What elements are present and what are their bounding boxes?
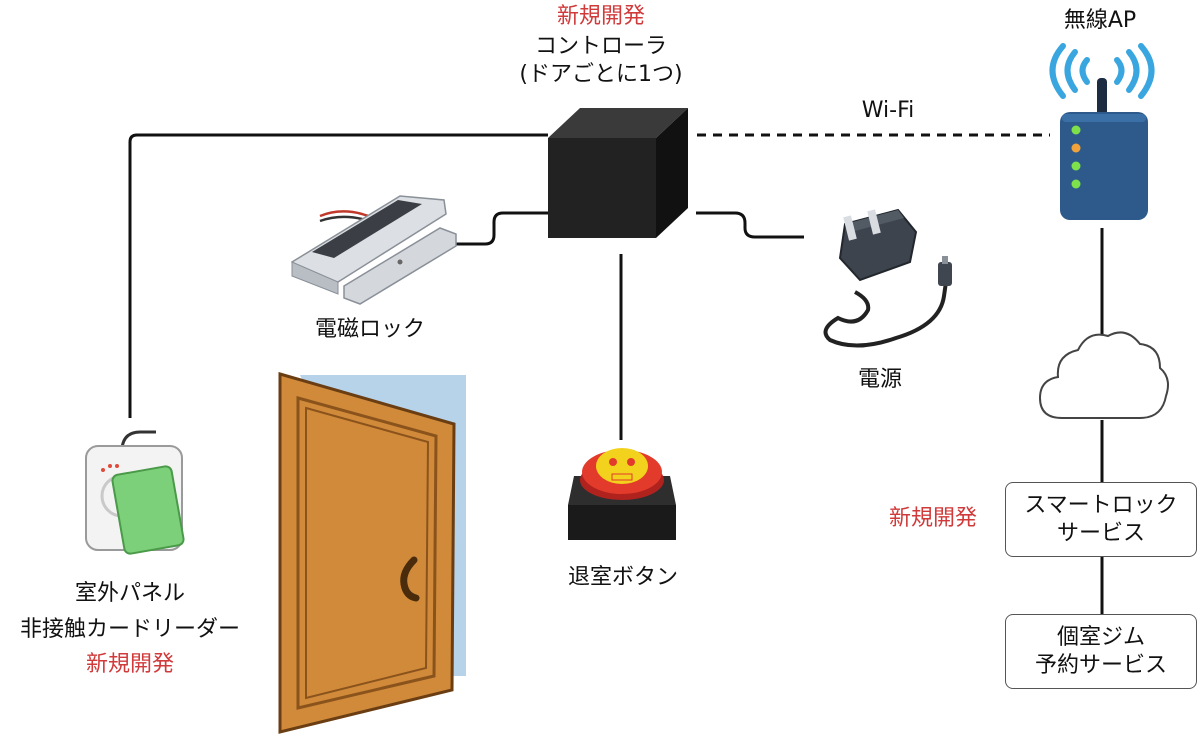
outdoor-panel-label: 室外パネル bbox=[74, 581, 185, 606]
connection-lines bbox=[128, 133, 1104, 614]
card-reader-icon bbox=[85, 430, 185, 555]
reservation-service-box: 個室ジム 予約サービス bbox=[1005, 614, 1197, 689]
power-supply-label: 電源 bbox=[857, 367, 902, 392]
wireless-router-icon bbox=[1060, 78, 1148, 220]
power-adapter-icon bbox=[823, 208, 952, 348]
card-reader-label: 非接触カードリーダー bbox=[19, 617, 240, 642]
wifi-label: Wi-Fi bbox=[861, 98, 915, 123]
exit-button-icon bbox=[568, 448, 676, 540]
line-panel-to-controller bbox=[128, 133, 548, 418]
controller-label: コントローラ bbox=[534, 34, 667, 59]
line-lock-to-controller bbox=[456, 211, 548, 246]
controller-new-dev-tag: 新規開発 bbox=[556, 4, 645, 29]
controller-box-icon bbox=[548, 108, 688, 238]
magnetic-lock-icon bbox=[291, 195, 457, 305]
line-controller-to-power bbox=[696, 211, 804, 239]
smart-lock-service-box: スマートロック サービス bbox=[1005, 482, 1197, 557]
cloud-icon bbox=[1038, 331, 1169, 419]
smart-lock-new-dev-tag: 新規開発 bbox=[888, 506, 977, 531]
smart-lock-service-line1: スマートロック bbox=[1024, 492, 1178, 518]
magnetic-lock-label: 電磁ロック bbox=[314, 317, 425, 342]
door-icon bbox=[278, 372, 466, 734]
exit-button-label: 退室ボタン bbox=[567, 565, 678, 590]
smart-lock-service-line2: サービス bbox=[1056, 520, 1145, 546]
wifi-waves-icon bbox=[1049, 43, 1155, 99]
controller-note: (ドアごとに1つ) bbox=[519, 62, 683, 87]
wireless-ap-label: 無線AP bbox=[1063, 8, 1137, 33]
reservation-service-line2: 予約サービス bbox=[1034, 652, 1167, 678]
reservation-service-line1: 個室ジム bbox=[1056, 624, 1145, 650]
card-reader-new-dev-tag: 新規開発 bbox=[85, 652, 174, 677]
